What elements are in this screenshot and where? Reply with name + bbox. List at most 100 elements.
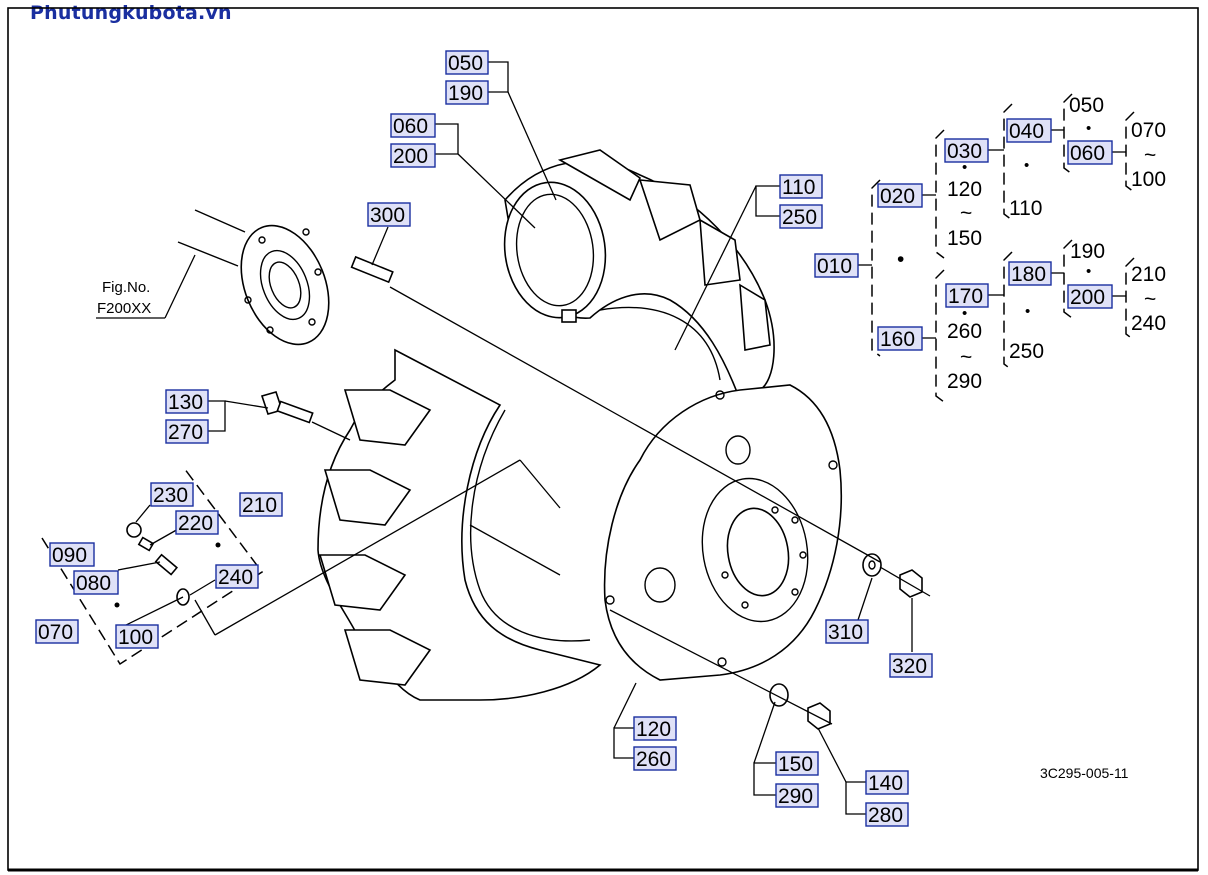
- tree-dot: •: [1086, 263, 1091, 280]
- svg-text:200: 200: [1070, 286, 1105, 309]
- tree-node-060[interactable]: 060: [1067, 140, 1113, 165]
- tree-node-040[interactable]: 040: [1006, 118, 1052, 143]
- svg-text:150: 150: [778, 753, 813, 776]
- tree-dot: •: [1025, 303, 1030, 320]
- axle-shaft-drawing: [177, 209, 330, 346]
- tree-node-290: 290: [947, 370, 982, 393]
- tree-node-050: 050: [1069, 94, 1104, 117]
- callout-080[interactable]: 080: [73, 570, 119, 595]
- svg-text:280: 280: [868, 804, 903, 827]
- svg-text:030: 030: [947, 140, 982, 163]
- tree-tilde: ~: [960, 202, 972, 225]
- figure-reference: Fig.No. F200XX: [96, 279, 165, 319]
- tree-node-240: 240: [1131, 312, 1166, 335]
- svg-text:320: 320: [892, 655, 927, 678]
- tree-tilde: ~: [960, 346, 972, 369]
- callout-260[interactable]: 260: [633, 746, 677, 771]
- svg-text:250: 250: [782, 206, 817, 229]
- nuts-washers-drawing: [769, 553, 923, 730]
- wheel-disc-drawing: [603, 384, 843, 681]
- tree-dot: •: [1086, 120, 1091, 137]
- svg-text:140: 140: [868, 772, 903, 795]
- svg-text:190: 190: [448, 82, 483, 105]
- tree-node-120: 120: [947, 178, 982, 201]
- svg-text:270: 270: [168, 421, 203, 444]
- diagram-code: 3C295-005-11: [1040, 765, 1129, 781]
- callout-120[interactable]: 120: [633, 716, 677, 741]
- bolt-drawing: [260, 391, 314, 424]
- callout-300[interactable]: 300: [367, 202, 411, 227]
- svg-text:F200XX: F200XX: [97, 300, 151, 317]
- callout-250[interactable]: 250: [779, 204, 823, 229]
- svg-text:290: 290: [778, 785, 813, 808]
- tree-node-210: 210: [1131, 263, 1166, 286]
- svg-text:Fig.No.: Fig.No.: [102, 279, 150, 296]
- exploded-view-lines: [194, 286, 931, 725]
- front-tire-drawing: [317, 348, 602, 701]
- callout-labels: 050 190 060 200 300 110 250 130 270 230 …: [35, 50, 933, 827]
- svg-text:100: 100: [118, 626, 153, 649]
- tree-node-200[interactable]: 200: [1067, 284, 1113, 309]
- svg-text:060: 060: [393, 115, 428, 138]
- callout-190[interactable]: 190: [445, 80, 489, 105]
- callout-230[interactable]: 230: [150, 482, 194, 507]
- callout-140[interactable]: 140: [865, 770, 909, 795]
- callout-280[interactable]: 280: [865, 802, 909, 827]
- svg-text:090: 090: [52, 544, 87, 567]
- tree-node-170[interactable]: 170: [945, 283, 989, 308]
- callout-290[interactable]: 290: [775, 783, 819, 808]
- svg-text:070: 070: [38, 621, 73, 644]
- tree-node-260: 260: [947, 320, 982, 343]
- tree-node-190: 190: [1070, 240, 1105, 263]
- callout-220[interactable]: 220: [175, 510, 219, 535]
- svg-text:200: 200: [393, 145, 428, 168]
- tree-node-180[interactable]: 180: [1008, 261, 1052, 286]
- svg-text:060: 060: [1070, 142, 1105, 165]
- callout-070[interactable]: 070: [35, 619, 79, 644]
- tree-node-030[interactable]: 030: [944, 138, 989, 163]
- callout-050[interactable]: 050: [445, 50, 489, 75]
- callout-060[interactable]: 060: [390, 113, 436, 138]
- callout-240[interactable]: 240: [215, 564, 259, 589]
- svg-text:240: 240: [218, 566, 253, 589]
- tree-dot: •: [897, 248, 904, 271]
- tree-node-020[interactable]: 020: [877, 183, 923, 208]
- svg-text:170: 170: [948, 285, 983, 308]
- svg-text:210: 210: [242, 494, 277, 517]
- tree-dot: •: [962, 159, 967, 176]
- callout-110[interactable]: 110: [779, 174, 823, 199]
- tree-node-160[interactable]: 160: [877, 326, 923, 351]
- svg-text:010: 010: [817, 255, 852, 278]
- svg-text:120: 120: [636, 718, 671, 741]
- callout-320[interactable]: 320: [889, 653, 933, 678]
- tree-node-110: 110: [1009, 197, 1042, 220]
- callout-270[interactable]: 270: [165, 419, 209, 444]
- callout-310[interactable]: 310: [825, 619, 869, 644]
- svg-text:260: 260: [636, 748, 671, 771]
- tree-node-150: 150: [947, 227, 982, 250]
- stud-bolt-drawing: [350, 255, 394, 284]
- tree-node-070: 070: [1131, 119, 1166, 142]
- callout-150[interactable]: 150: [775, 751, 819, 776]
- svg-text:080: 080: [76, 572, 111, 595]
- tree-node-100: 100: [1131, 168, 1166, 191]
- callout-090[interactable]: 090: [49, 542, 95, 567]
- tree-tilde: ~: [1144, 144, 1156, 167]
- svg-text:040: 040: [1009, 120, 1044, 143]
- svg-text:220: 220: [178, 512, 213, 535]
- assembly-tree: 010 • 020 160 030 • 120 ~ 150 040 • 110 …: [814, 93, 1166, 403]
- tree-node-010[interactable]: 010: [814, 253, 859, 278]
- tree-node-250: 250: [1009, 340, 1044, 363]
- callout-100[interactable]: 100: [115, 624, 159, 649]
- tree-tilde: ~: [1144, 288, 1156, 311]
- svg-text:160: 160: [880, 328, 915, 351]
- svg-text:020: 020: [880, 185, 915, 208]
- svg-text:110: 110: [782, 176, 815, 199]
- svg-text:050: 050: [448, 52, 483, 75]
- svg-text:230: 230: [153, 484, 188, 507]
- group-070-bracket: [41, 467, 264, 666]
- callout-200[interactable]: 200: [390, 143, 436, 168]
- callout-130[interactable]: 130: [165, 389, 209, 414]
- svg-text:300: 300: [370, 204, 405, 227]
- callout-210[interactable]: 210: [239, 492, 283, 517]
